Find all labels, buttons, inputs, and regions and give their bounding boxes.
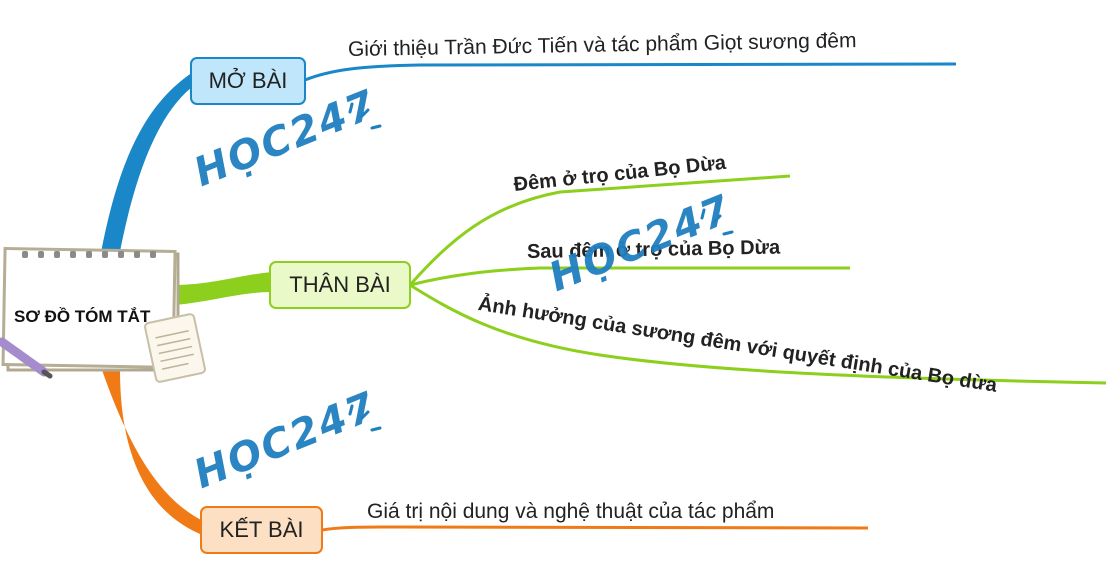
watermark-rays bbox=[348, 102, 734, 432]
central-title: SƠ ĐỒ TÓM TẮT bbox=[14, 307, 151, 326]
intro-node[interactable]: MỞ BÀI bbox=[190, 57, 306, 105]
body-node[interactable]: THÂN BÀI bbox=[269, 261, 411, 309]
conclusion-node[interactable]: KẾT BÀI bbox=[200, 506, 323, 554]
body-branch bbox=[175, 272, 272, 305]
body-item-line-2 bbox=[409, 266, 850, 287]
intro-node-label: MỞ BÀI bbox=[208, 68, 288, 93]
conclusion-item-line bbox=[321, 525, 869, 532]
conclusion-item: Giá trị nội dung và nghệ thuật của tác p… bbox=[367, 500, 775, 523]
clipboard-icon bbox=[144, 313, 206, 383]
body-item-line-1 bbox=[408, 174, 791, 286]
body-node-label: THÂN BÀI bbox=[289, 272, 391, 297]
pen-icon bbox=[0, 337, 53, 379]
body-item-line-3 bbox=[409, 283, 1106, 385]
conclusion-node-label: KẾT BÀI bbox=[219, 517, 304, 542]
intro-item-line bbox=[304, 62, 957, 82]
conclusion-branch bbox=[102, 370, 205, 536]
intro-branch bbox=[100, 70, 196, 262]
